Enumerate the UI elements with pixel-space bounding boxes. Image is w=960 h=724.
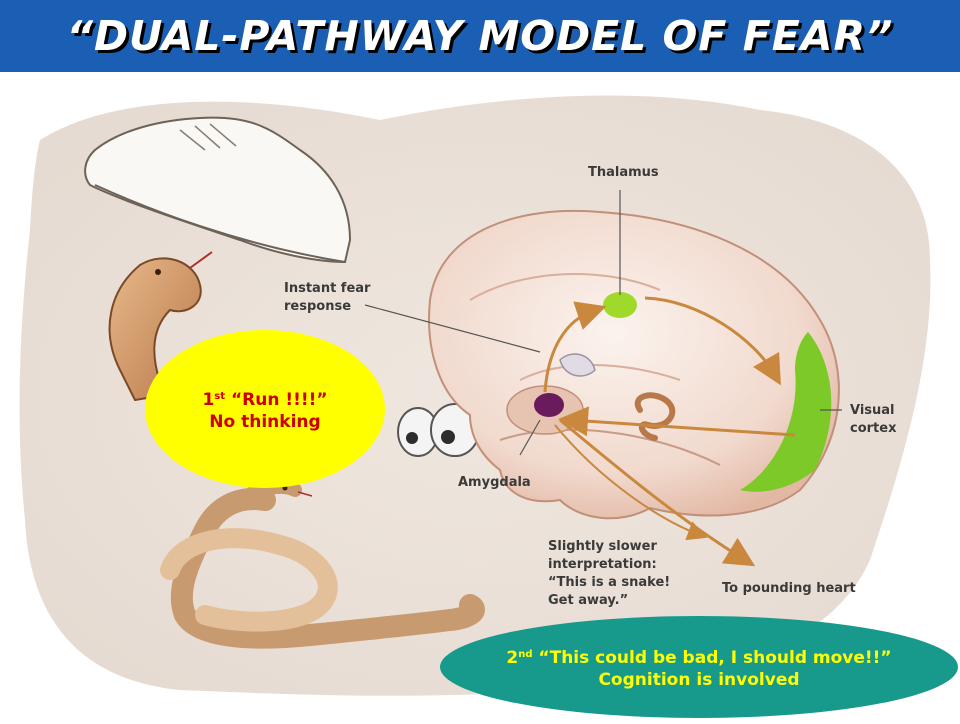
second-response-line1: 2nd “This could be bad, I should move!!” <box>506 644 891 669</box>
label-amygdala: Amygdala <box>458 475 531 490</box>
first-response-quote: “Run !!!!” <box>225 389 328 410</box>
second-ordinal-number: 2 <box>506 647 519 668</box>
slide-title: “DUAL-PATHWAY MODEL OF FEAR” <box>66 12 894 60</box>
thalamus-dot <box>603 292 637 318</box>
label-slower-line3: “This is a snake! <box>548 575 670 590</box>
second-ordinal-suffix: nd <box>518 648 533 660</box>
coiled-snake-icon <box>160 479 485 649</box>
label-thalamus: Thalamus <box>588 165 659 180</box>
second-response-bubble: 2nd “This could be bad, I should move!!”… <box>440 616 958 718</box>
label-instant-fear-line1: Instant fear <box>284 281 371 296</box>
label-visual-line2: cortex <box>850 421 897 436</box>
amygdala-dot <box>534 393 564 417</box>
first-response-line2: No thinking <box>209 411 321 432</box>
snake-head-icon <box>108 251 213 402</box>
diagram-illustration: Thalamus Instant fear response Visual co… <box>0 72 960 720</box>
title-bar: “DUAL-PATHWAY MODEL OF FEAR” <box>0 0 960 72</box>
pathway-arrows <box>543 296 796 567</box>
eyes-icon <box>397 403 480 457</box>
first-ordinal-number: 1 <box>202 389 215 410</box>
first-ordinal-suffix: st <box>214 390 226 402</box>
first-response-line1: 1st “Run !!!!” <box>202 386 327 411</box>
visual-cortex-shape <box>740 332 832 492</box>
label-slower-line2: interpretation: <box>548 557 657 572</box>
second-response-line2: Cognition is involved <box>598 669 800 690</box>
second-response-quote: “This could be bad, I should move!!” <box>532 647 892 668</box>
label-visual-line1: Visual <box>850 403 895 418</box>
label-slower-line4: Get away.” <box>548 593 628 608</box>
sneaker-icon <box>84 116 352 264</box>
label-slower-line1: Slightly slower <box>548 539 657 554</box>
first-response-bubble: 1st “Run !!!!” No thinking <box>145 330 385 488</box>
leader-lines <box>364 190 842 456</box>
label-pounding-heart: To pounding heart <box>722 581 856 596</box>
label-instant-fear-line2: response <box>284 299 351 314</box>
diagram-svg: Thalamus Instant fear response Visual co… <box>19 95 931 696</box>
